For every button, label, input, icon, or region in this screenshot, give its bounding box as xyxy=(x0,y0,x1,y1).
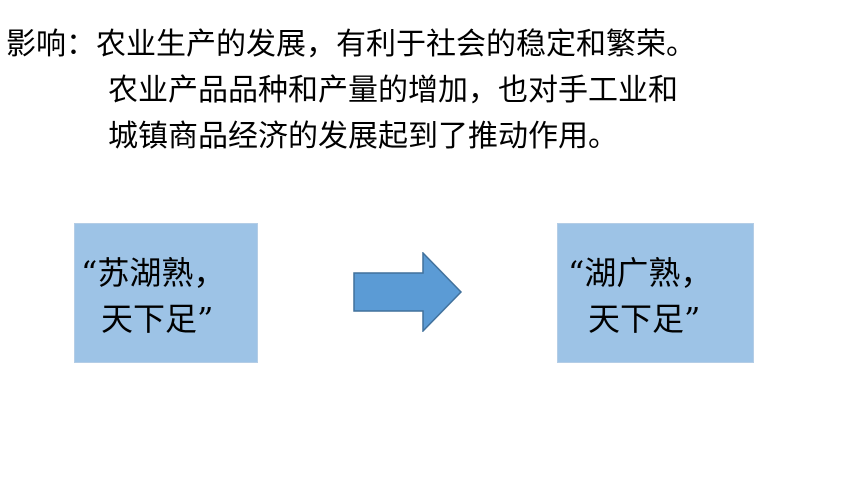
suhu-quote-line-2: 天下足” xyxy=(101,300,214,338)
right-arrow-shape xyxy=(353,252,463,332)
impact-label: 影响： xyxy=(6,27,96,62)
right-arrow-icon xyxy=(353,252,463,332)
suhu-quote-box: “苏湖熟， 天下足” xyxy=(74,223,258,363)
huguang-quote-line-1: “湖广熟， xyxy=(568,254,713,292)
impact-line-3: 城镇商品经济的发展起到了推动作用。 xyxy=(108,119,618,154)
impact-text-block: 影响：农业生产的发展，有利于社会的稳定和繁荣。 农业产品品种和产量的增加，也对手… xyxy=(6,22,696,160)
impact-text-1: 农业生产的发展，有利于社会的稳定和繁荣。 xyxy=(96,27,696,62)
impact-line-2: 农业产品品种和产量的增加，也对手工业和 xyxy=(108,73,678,108)
huguang-quote-box: “湖广熟， 天下足” xyxy=(557,223,754,363)
suhu-quote-line-1: “苏湖熟， xyxy=(81,254,226,292)
impact-line-1: 影响：农业生产的发展，有利于社会的稳定和繁荣。 xyxy=(6,22,696,68)
huguang-quote-line-2: 天下足” xyxy=(588,300,701,338)
